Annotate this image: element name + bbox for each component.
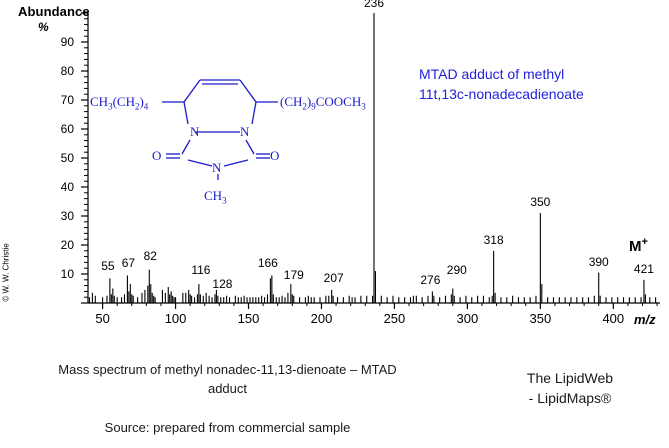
molecular-ion-charge: + — [641, 236, 648, 248]
spectrum-peaks — [88, 13, 657, 303]
x-tick-label: 300 — [456, 311, 479, 326]
x-tick-label: 400 — [602, 311, 625, 326]
peak-label: 421 — [633, 261, 654, 276]
x-tick-label: 350 — [529, 311, 552, 326]
peak-label: 207 — [323, 270, 344, 285]
peak-label: 318 — [483, 232, 504, 247]
y-tick-label: 80 — [60, 64, 74, 78]
peak-label: 55 — [101, 259, 115, 274]
structure-nitrogen-right: N — [240, 124, 250, 139]
credit-block: The LipidWeb - LipidMaps® — [480, 368, 660, 408]
x-tick-label: 150 — [237, 311, 260, 326]
y-tick-label: 10 — [60, 267, 74, 281]
spectrum-annotation: MTAD adduct of methyl 11t,13c-nonadecadi… — [419, 64, 584, 104]
peak-label: 166 — [257, 256, 278, 271]
structure-left-chain: CH3(CH2)4 — [90, 94, 149, 112]
peak-label: 128 — [212, 276, 233, 291]
structure-bonds — [162, 79, 278, 190]
y-tick-label: 30 — [60, 209, 74, 223]
peak-label: 82 — [143, 248, 157, 263]
x-tick-label: 100 — [164, 311, 187, 326]
molecular-ion-letter: M — [629, 238, 642, 255]
y-tick-label: 50 — [60, 151, 74, 165]
y-axis-title: Abundance — [18, 4, 90, 19]
y-tick-label: 60 — [60, 122, 74, 136]
figure-caption-line-1: Mass spectrum of methyl nonadec-11,13-di… — [58, 362, 397, 377]
peak-label: 390 — [588, 254, 609, 269]
annotation-line-2: 11t,13c-nonadecadienoate — [419, 86, 584, 102]
x-tick-label: 200 — [310, 311, 333, 326]
y-tick-label: 70 — [60, 93, 74, 107]
x-axis-title: m/z — [634, 312, 656, 327]
structure-oxygen-left: O — [152, 148, 162, 163]
structure-nitrogen-left: N — [190, 124, 200, 139]
figure-caption-line-2: adduct — [207, 381, 248, 396]
y-axis-unit: % — [38, 20, 49, 34]
credit-line-2: - LipidMaps® — [528, 390, 612, 406]
peak-label: 236 — [363, 0, 385, 10]
structure-methyl: CH3 — [204, 188, 227, 206]
peak-label: 179 — [283, 268, 304, 283]
structure-nitrogen-bottom: N — [212, 160, 222, 175]
peak-label: 67 — [121, 256, 136, 271]
y-tick-label: 90 — [60, 35, 74, 49]
peak-label: 350 — [530, 195, 551, 210]
figure-caption: Mass spectrum of methyl nonadec-11,13-di… — [20, 360, 435, 398]
structure-right-chain: (CH2)9COOCH3 — [280, 94, 366, 112]
x-tick-label: 50 — [95, 311, 110, 326]
molecular-ion-marker: M+ — [629, 236, 648, 255]
x-tick-label: 250 — [383, 311, 406, 326]
annotation-line-1: MTAD adduct of methyl — [419, 66, 565, 82]
y-axis-ticks — [81, 12, 88, 304]
y-tick-label: 20 — [60, 238, 74, 252]
peak-label: 290 — [446, 262, 467, 277]
peak-label: 116 — [191, 263, 211, 278]
structure-oxygen-right: O — [270, 148, 280, 163]
chemical-structure-diagram: CH3(CH2)4 (CH2)9COOCH3 N N O O N CH3 — [90, 62, 392, 206]
source-caption: Source: prepared from commercial sample — [104, 420, 351, 435]
x-axis-ticks — [101, 303, 658, 309]
credit-line-1: The LipidWeb — [526, 370, 614, 386]
y-tick-label: 40 — [60, 180, 74, 194]
peak-label: 276 — [420, 273, 441, 288]
